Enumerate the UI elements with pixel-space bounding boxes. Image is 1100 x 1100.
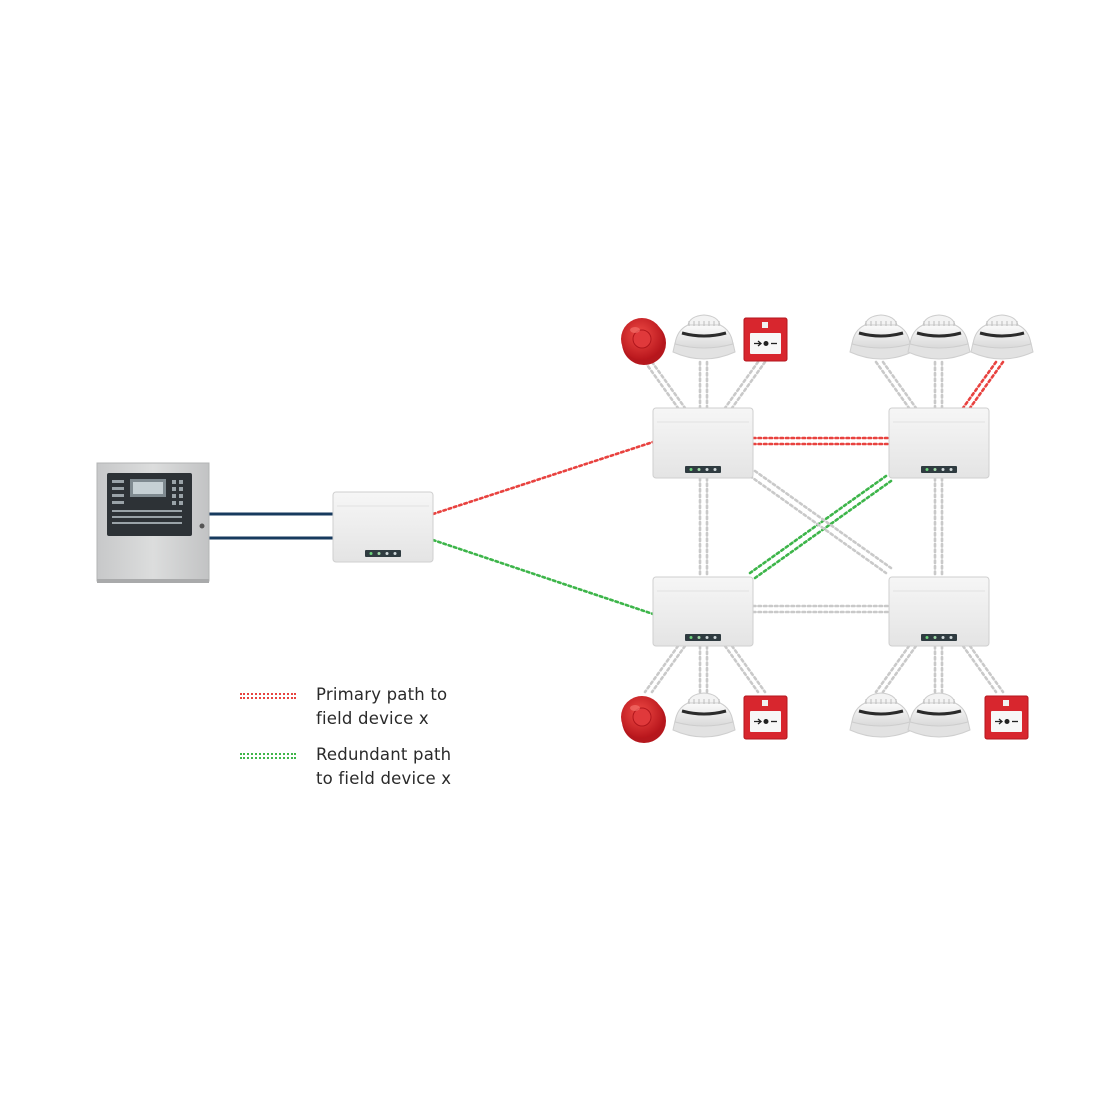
manual-call-point-icon	[984, 695, 1029, 740]
network-module	[652, 407, 754, 479]
device-drop-line	[650, 360, 687, 410]
connection-lines	[208, 360, 1005, 694]
smoke-detector-icon	[907, 314, 971, 360]
legend-redundant-label: Redundant path to field device x	[316, 743, 536, 791]
fire-alarm-control-panel	[96, 462, 210, 583]
device-drop-line	[968, 644, 1005, 694]
redundant-path-swatch	[240, 753, 296, 755]
device-drop-line	[874, 644, 911, 694]
device-drop-line	[643, 360, 680, 410]
network-module	[652, 576, 754, 647]
device-drop-line	[874, 360, 911, 410]
manual-call-point-icon	[743, 317, 788, 362]
primary-path-line	[961, 360, 998, 410]
manual-call-point-icon	[743, 695, 788, 740]
primary-path-swatch	[240, 697, 296, 699]
device-drop-line	[643, 644, 680, 694]
legend-primary-line2: field device x	[316, 709, 429, 728]
smoke-detector-icon	[672, 692, 736, 738]
device-drop-line	[650, 644, 687, 694]
legend-primary-line1: Primary path to	[316, 685, 448, 704]
panel-keypad	[112, 480, 183, 524]
legend-primary-label: Primary path to field device x	[316, 683, 536, 731]
device-drop-line	[881, 644, 918, 694]
network-module	[888, 407, 990, 479]
panel-lock-icon	[199, 523, 205, 529]
sounder-icon	[621, 696, 666, 743]
redundant-path-line	[431, 538, 655, 616]
device-drop-line	[723, 644, 760, 694]
smoke-detector-icon	[849, 692, 913, 738]
legend-redundant-line1: Redundant path	[316, 745, 452, 764]
sounder-icon	[621, 318, 666, 365]
primary-path-line	[968, 360, 1005, 410]
device-drop-line	[730, 644, 767, 694]
smoke-detector-icon	[970, 314, 1034, 360]
device-drop-line	[730, 360, 767, 410]
redundant-path-swatch	[240, 757, 296, 759]
smoke-detector-icon	[907, 692, 971, 738]
network-path-line	[748, 474, 888, 575]
smoke-detector-icon	[849, 314, 913, 360]
smoke-detector-icon	[672, 314, 736, 360]
network-module	[888, 576, 990, 647]
network-path-line	[753, 469, 893, 570]
loop-module	[332, 491, 434, 563]
primary-path-swatch	[240, 693, 296, 695]
legend-redundant-line2: to field device x	[316, 769, 452, 788]
primary-path-line	[431, 440, 655, 516]
device-drop-line	[723, 360, 760, 410]
device-drop-line	[881, 360, 918, 410]
device-drop-line	[961, 644, 998, 694]
